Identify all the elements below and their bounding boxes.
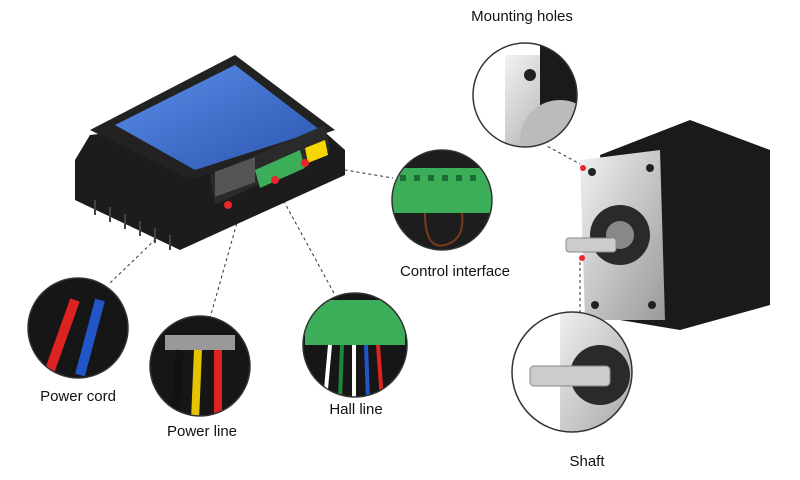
detail-shaft bbox=[511, 311, 633, 433]
label-power-line: Power line bbox=[166, 423, 238, 440]
label-power-cord: Power cord bbox=[40, 388, 116, 405]
detail-hall-line bbox=[302, 292, 408, 398]
detail-power-line bbox=[149, 315, 251, 417]
brushless-motor bbox=[565, 120, 770, 330]
label-control-interface: Control interface bbox=[399, 263, 511, 280]
detail-mounting-holes bbox=[472, 42, 578, 148]
label-shaft: Shaft bbox=[569, 453, 605, 470]
label-mounting-holes: Mounting holes bbox=[471, 8, 573, 25]
detail-power-cord bbox=[27, 277, 129, 379]
detail-control-interface bbox=[391, 149, 493, 251]
motor-driver bbox=[75, 55, 345, 250]
label-hall-line: Hall line bbox=[329, 401, 383, 418]
